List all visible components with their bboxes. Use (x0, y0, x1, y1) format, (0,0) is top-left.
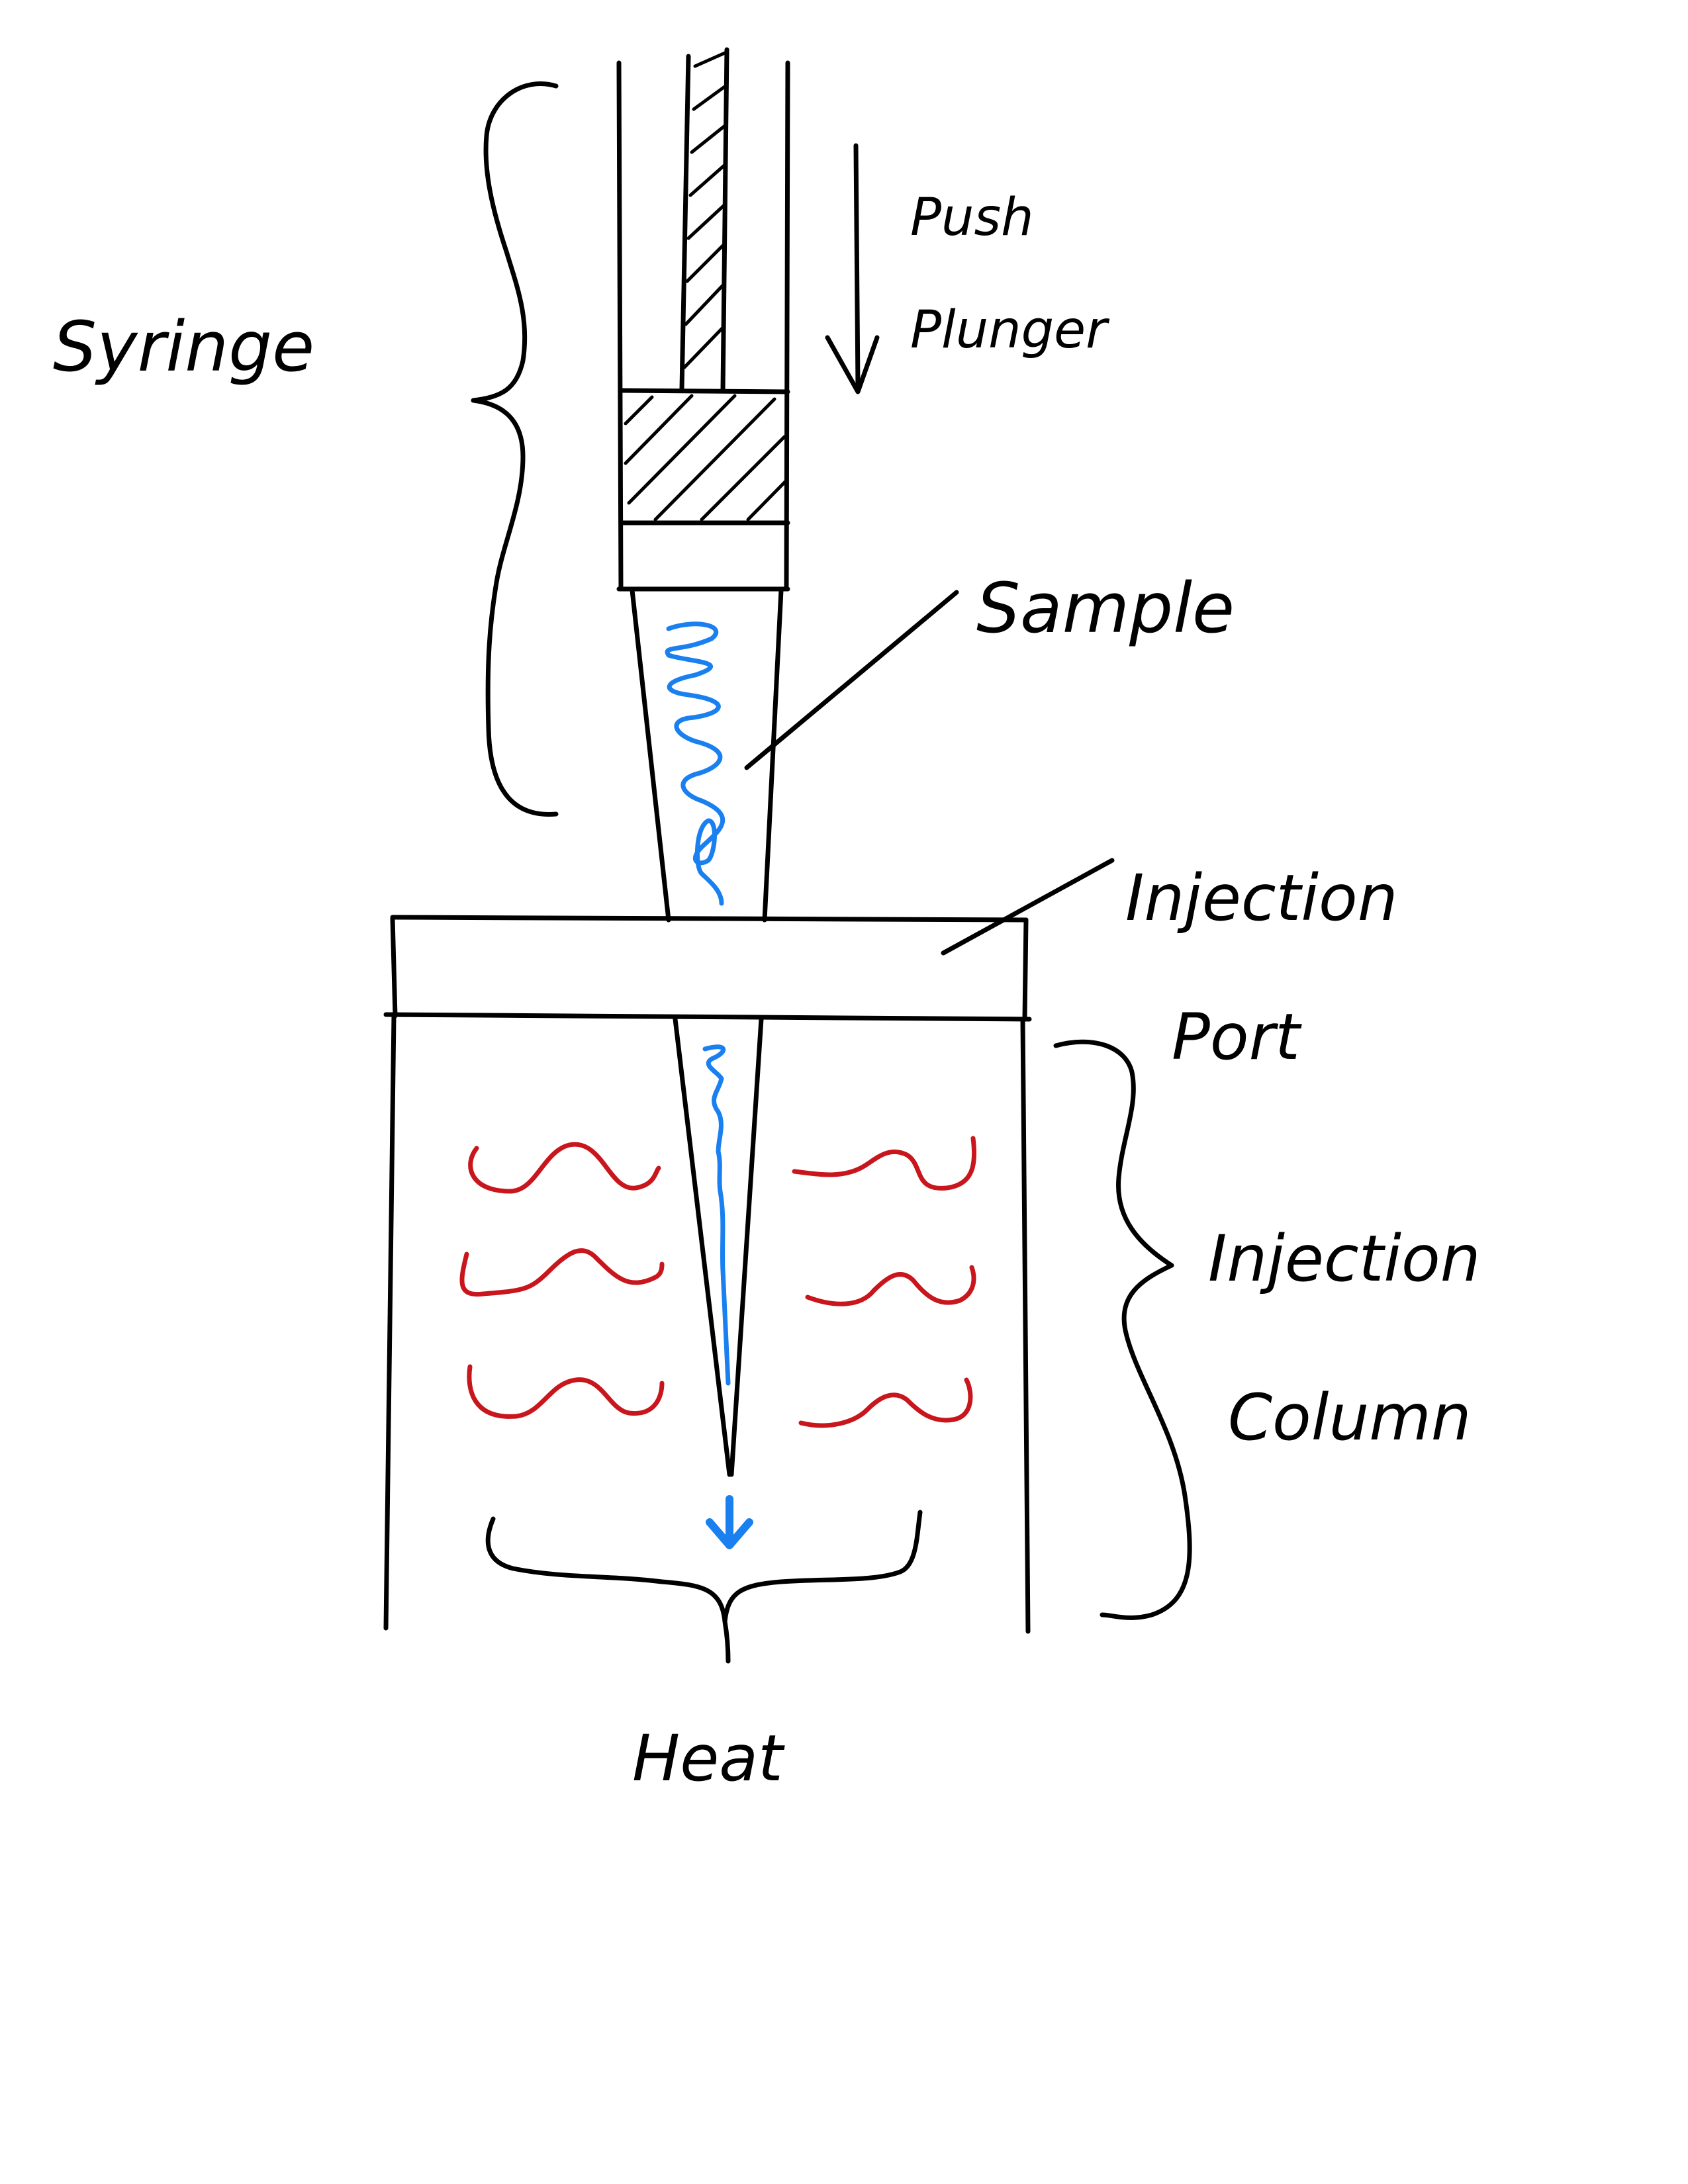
injection-column-label-line1: Injection (1208, 1222, 1481, 1296)
injection-port (383, 915, 1032, 1022)
plunger-label: Plunger (910, 300, 1110, 360)
plunger-rod (679, 47, 729, 393)
sample-liquid (665, 621, 726, 906)
injection-port-leader-line (941, 858, 1115, 956)
push-arrow-icon (825, 143, 880, 394)
sample-leader-line (744, 590, 959, 770)
heat-brace (485, 1510, 923, 1664)
push-label: Push (910, 188, 1034, 248)
injection-column-label-line2: Column (1228, 1381, 1472, 1455)
syringe-label: Syringe (53, 306, 314, 387)
sample-label: Sample (976, 568, 1235, 649)
injection-port-label-line2: Port (1172, 1000, 1302, 1074)
injection-column-brace (1053, 1039, 1192, 1620)
syringe-needle-lower (673, 1017, 764, 1477)
syringe-brace (471, 81, 559, 817)
heat-waves-right (792, 1136, 977, 1428)
flow-arrow-icon (706, 1495, 753, 1549)
syringe-needle-upper (630, 588, 784, 923)
syringe-barrel (616, 60, 790, 592)
sample-in-needle (702, 1044, 731, 1386)
injection-port-label-line1: Injection (1125, 861, 1398, 935)
plunger-head (618, 388, 790, 525)
heat-label: Heat (632, 1721, 785, 1796)
injection-column (383, 1013, 1031, 1634)
heat-waves-left (459, 1142, 665, 1419)
